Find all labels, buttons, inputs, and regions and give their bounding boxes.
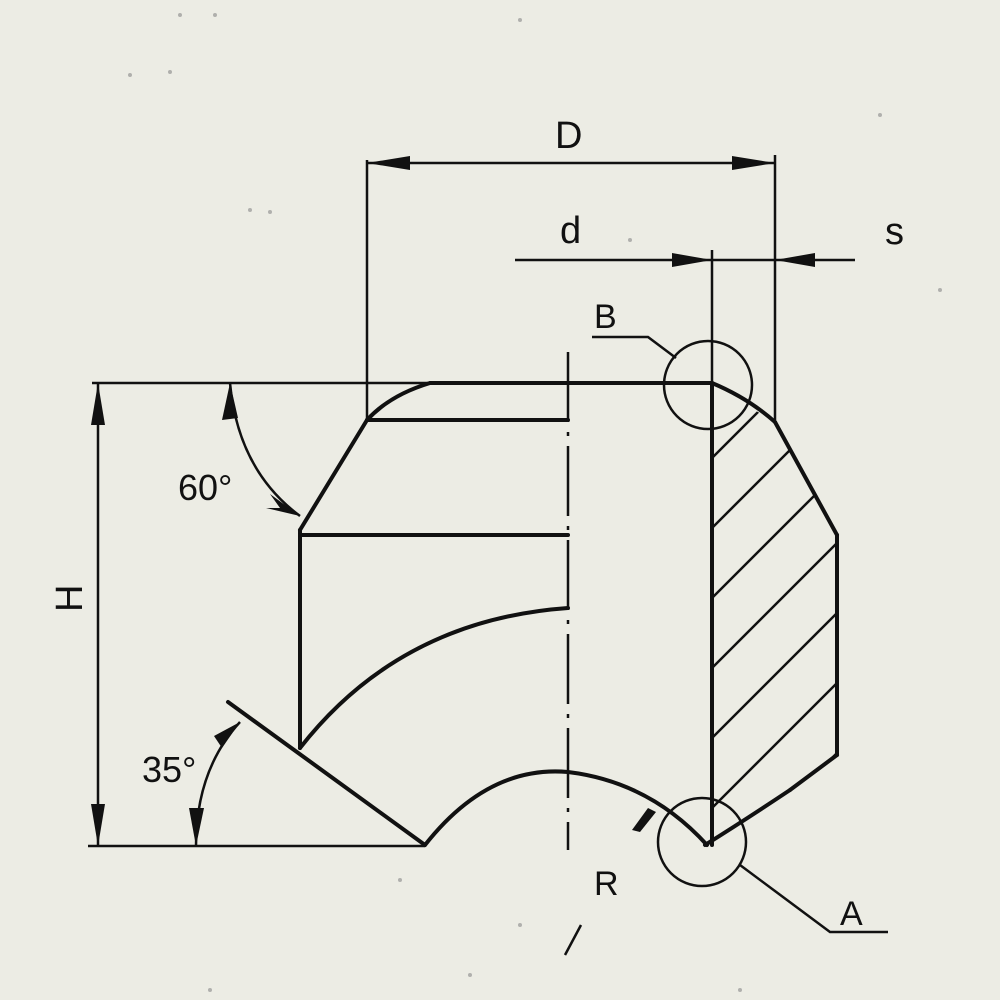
label-s: s	[885, 211, 904, 253]
label-D: D	[555, 115, 582, 157]
dimension-D	[365, 155, 777, 420]
detail-circle-a	[656, 796, 748, 888]
label-R: R	[594, 865, 619, 903]
angle-35-arc	[189, 721, 241, 847]
detail-circle-b	[662, 339, 754, 431]
r-arrow-mark	[632, 808, 656, 832]
dimension-H	[88, 381, 430, 848]
label-angle-60: 60°	[178, 467, 232, 508]
leader-a	[739, 863, 888, 934]
leader-b	[592, 335, 677, 359]
angle-60-arc	[222, 382, 301, 518]
label-B: B	[594, 298, 617, 336]
label-H: H	[49, 585, 91, 612]
label-A: A	[840, 895, 863, 933]
label-angle-35: 35°	[142, 749, 196, 790]
label-d: d	[560, 210, 581, 252]
r-leader-stroke	[563, 924, 583, 956]
paper-speckles	[128, 13, 942, 992]
dimension-d-s	[515, 250, 855, 385]
